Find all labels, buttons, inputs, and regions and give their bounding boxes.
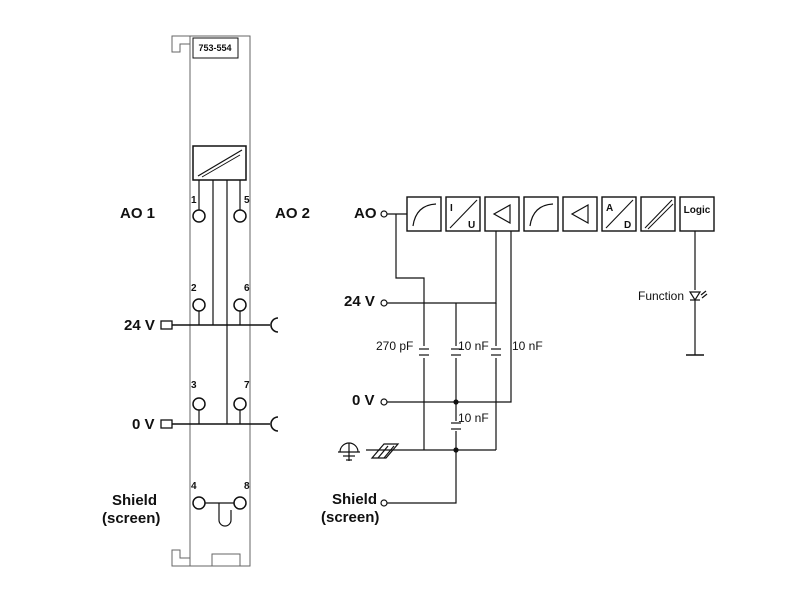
filter-block-2 [523, 196, 559, 232]
ad-converter-block: A D [601, 196, 637, 232]
svg-text:10 nF: 10 nF [458, 411, 489, 425]
earth-ground-icon [338, 442, 360, 461]
pin-3[interactable]: 3 [191, 380, 206, 411]
amplifier-block [484, 196, 520, 232]
capacitor-10nf-1: 10 nF [450, 339, 489, 358]
svg-text:Logic: Logic [684, 205, 711, 216]
capacitor-10nf-2: 10 nF [490, 339, 543, 358]
capacitor-270pf: 270 pF [376, 339, 430, 358]
part-number: 753-554 [198, 43, 231, 53]
pin-4[interactable]: 4 [191, 481, 206, 510]
supply-terminal[interactable] [380, 299, 388, 307]
isolation-block-schematic [640, 196, 676, 232]
svg-text:5: 5 [244, 195, 250, 206]
svg-text:2: 2 [191, 283, 197, 294]
schematic-ground-label: 0 V [352, 392, 375, 409]
shield-label: Shield [112, 492, 157, 509]
schematic: AO I U A D [321, 196, 715, 526]
svg-text:10 nF: 10 nF [458, 339, 489, 353]
svg-text:10 nF: 10 nF [512, 339, 543, 353]
supply-connector-left [160, 320, 173, 330]
function-led-icon [688, 290, 708, 302]
amplifier-triangle-icon [492, 203, 511, 225]
ground-terminal[interactable] [380, 398, 388, 406]
amplifier-block-2 [562, 196, 598, 232]
function-label: Function [638, 289, 684, 303]
shield-jumper [218, 503, 232, 527]
pin-1[interactable]: 1 [191, 195, 206, 223]
capacitor-10nf-3: 10 nF [450, 411, 489, 431]
supply-label: 24 V [124, 317, 155, 334]
part-number-plate [192, 37, 239, 59]
channel-label-ao1: AO 1 [120, 205, 155, 222]
schematic-supply-label: 24 V [344, 293, 375, 310]
ground-connector-right [270, 416, 279, 432]
isolation-slash-icon [197, 149, 243, 177]
svg-text:270 pF: 270 pF [376, 339, 413, 353]
filter-curve-icon [412, 203, 437, 227]
ground-label: 0 V [132, 416, 155, 433]
svg-text:7: 7 [244, 380, 250, 391]
supply-connector-right [270, 317, 279, 333]
svg-text:1: 1 [191, 195, 197, 206]
pin-8[interactable]: 8 [233, 481, 250, 510]
ao-terminal[interactable] [380, 210, 388, 218]
shield-terminal[interactable] [380, 499, 388, 507]
schematic-ao-label: AO [354, 205, 377, 222]
svg-text:I: I [450, 203, 453, 214]
logic-block: Logic [679, 196, 715, 232]
filter-block [406, 196, 442, 232]
svg-text:U: U [468, 220, 475, 231]
amplifier-triangle-icon [570, 203, 589, 225]
pin-6[interactable]: 6 [233, 283, 250, 312]
isolation-slash-icon [644, 199, 673, 229]
shield-screen-label: (screen) [102, 510, 160, 527]
svg-text:3: 3 [191, 380, 197, 391]
din-rail-icon [370, 443, 400, 459]
channel-label-ao2: AO 2 [275, 205, 310, 222]
pin-5[interactable]: 5 [233, 195, 250, 223]
svg-text:6: 6 [244, 283, 250, 294]
ground-connector-left [160, 419, 173, 429]
filter-curve-icon [529, 203, 554, 227]
svg-text:A: A [606, 203, 613, 214]
converter-block: I U [445, 196, 481, 232]
svg-text:8: 8 [244, 481, 250, 492]
pin-7[interactable]: 7 [233, 380, 250, 411]
schematic-shield-label: Shield [332, 491, 377, 508]
terminal-module: 753-554 1 5 2 6 3 [102, 35, 310, 567]
schematic-shield-screen-label: (screen) [321, 509, 379, 526]
svg-text:4: 4 [191, 481, 197, 492]
pin-2[interactable]: 2 [191, 283, 206, 312]
svg-text:D: D [624, 220, 631, 231]
